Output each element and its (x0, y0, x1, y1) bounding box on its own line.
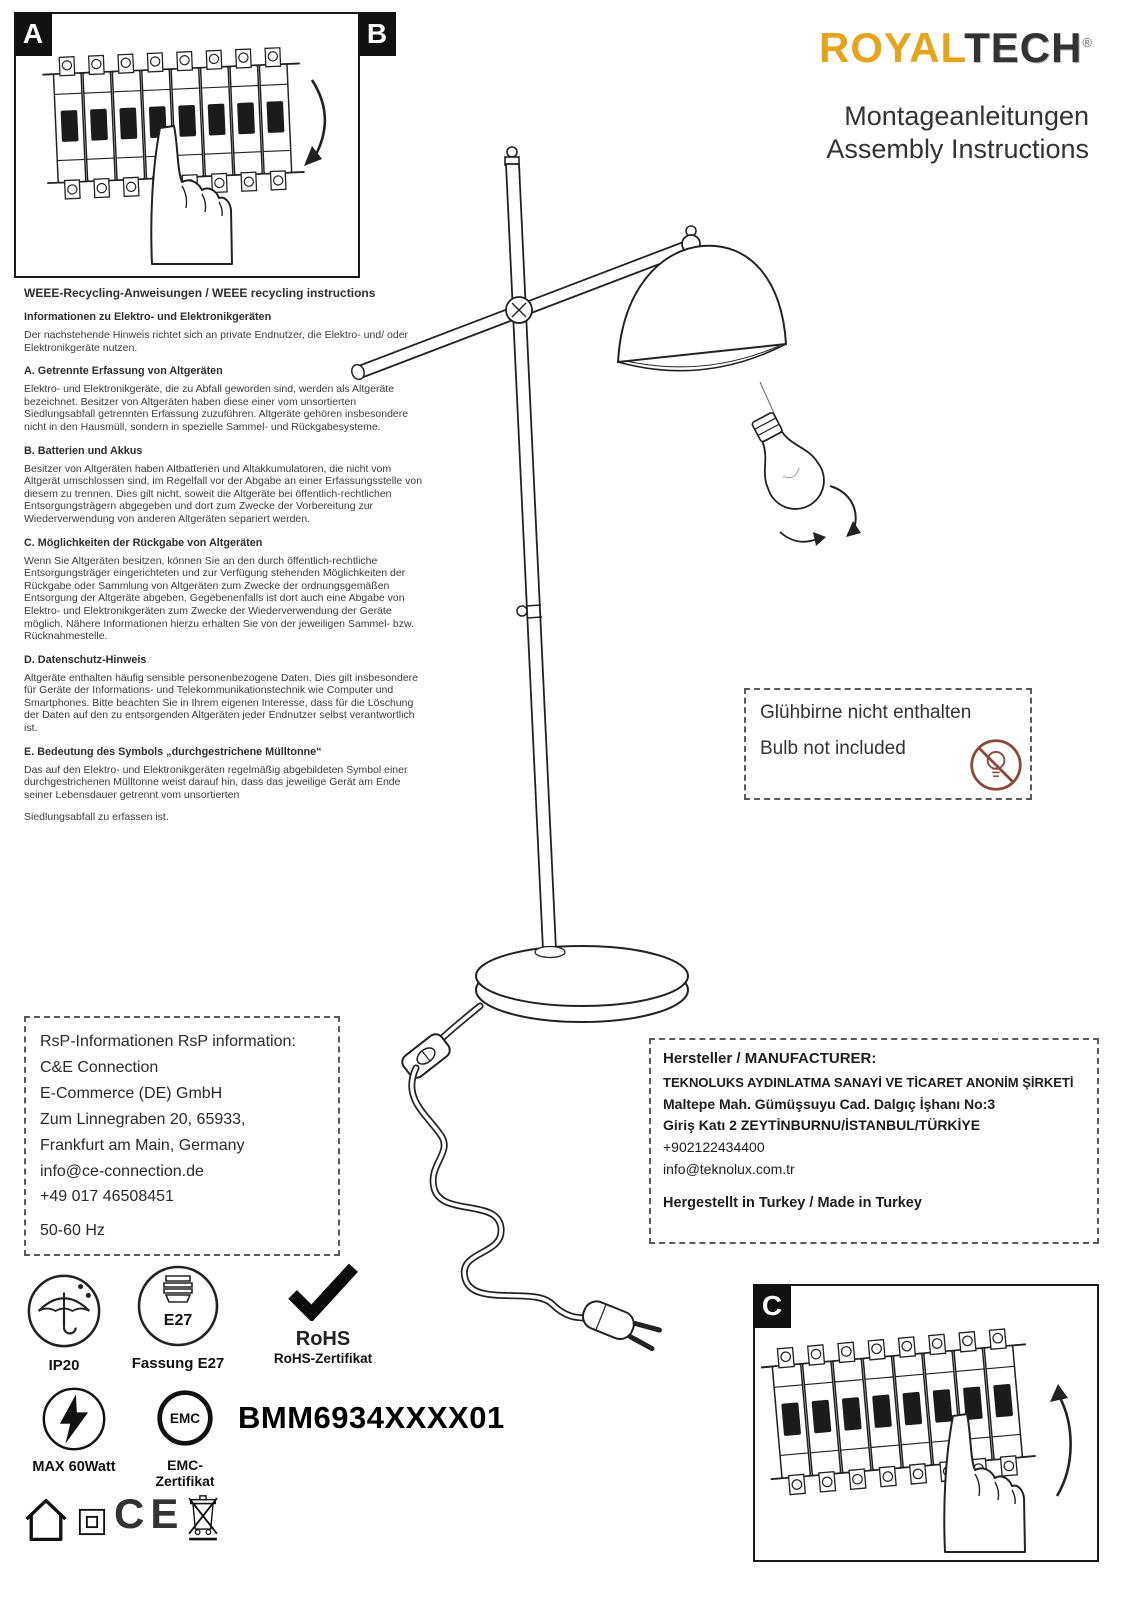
checkmark-icon (288, 1263, 358, 1323)
weee-section-title: E. Bedeutung des Symbols „durchgestriche… (24, 745, 322, 758)
weee-section-body: Das auf den Elektro- und Elektronikgerät… (24, 763, 408, 801)
manufacturer-email: info@teknolux.com.tr (663, 1160, 795, 1177)
manufacturer-address1: Maltepe Mah. Gümüşsuyu Cad. Dalgıç İşhan… (663, 1095, 996, 1112)
breaker-panel-illustration-c (755, 1286, 1072, 1553)
ip20-rating: IP20 (22, 1272, 106, 1374)
brand-tech: TECH (964, 24, 1083, 71)
max-wattage: MAX 60Watt (26, 1386, 122, 1475)
illustration-box-a (14, 12, 360, 278)
rsp-frequency: 50-60 Hz (40, 1222, 105, 1240)
section-a-tab: A (14, 12, 52, 56)
cord-switch-illustration (401, 1033, 451, 1079)
weee-section-title: C. Möglichkeiten der Rückgabe von Altger… (24, 536, 263, 549)
rsp-line: C&E Connection (40, 1058, 159, 1076)
weee-intro-title: Informationen zu Elektro- und Elektronik… (24, 311, 272, 323)
ce-mark: CE (114, 1490, 185, 1537)
socket-label: Fassung E27 (131, 1355, 225, 1372)
emc-ring-icon: EMC (157, 1390, 213, 1446)
registered-mark: ® (1082, 35, 1093, 50)
double-insulation-icon (78, 1508, 106, 1536)
weee-instructions: WEEE-Recycling-Anweisungen / WEEE recycl… (24, 286, 426, 824)
brand-royal: ROYAL (819, 24, 965, 71)
emc-label: EMC-Zertifikat (155, 1457, 215, 1489)
weee-heading: WEEE-Recycling-Anweisungen / WEEE recycl… (24, 286, 376, 300)
weee-section-body: Besitzer von Altgeräten haben Altbatteri… (24, 462, 423, 525)
bulb-not-included-notice: Glühbirne nicht enthalten Bulb not inclu… (744, 688, 1032, 800)
model-number: BMM6934XXXX01 (238, 1400, 505, 1435)
rsp-line: Frankfurt am Main, Germany (40, 1136, 245, 1154)
no-bulb-icon (970, 739, 1022, 791)
manufacturer-company: TEKNOLUKS AYDINLATMA SANAYİ VE TİCARET A… (663, 1075, 1074, 1090)
house-icon (25, 1498, 67, 1542)
socket-text: E27 (164, 1312, 193, 1329)
rsp-line: Zum Linnegraben 20, 65933, (40, 1110, 246, 1128)
e27-socket-icon: E27 (137, 1265, 219, 1347)
manufacturer-address2: Giriş Katı 2 ZEYTİNBURNU/İSTANBUL/TÜRKİY… (663, 1117, 981, 1134)
rohs-label: RoHS-Zertifikat (273, 1351, 373, 1366)
manufacturer-phone: +902122434400 (663, 1139, 765, 1156)
ip20-label: IP20 (48, 1357, 80, 1374)
weee-section-body: Wenn Sie Altgeräten besitzen, können Sie… (24, 554, 414, 643)
weee-section-body: Altgeräte enthalten häufig sensible pers… (24, 671, 419, 735)
crossed-out-bin-icon (188, 1495, 218, 1541)
lightning-bolt-icon (42, 1387, 106, 1451)
rsp-title: RsP-Informationen RsP information: (40, 1033, 296, 1050)
rohs-name: RoHS (295, 1328, 351, 1350)
breaker-panel-illustration-a (16, 14, 327, 265)
weee-section-title: D. Datenschutz-Hinweis (24, 653, 147, 666)
umbrella-drops-icon (27, 1274, 101, 1348)
made-in-line: Hergestellt in Turkey / Made in Turkey (663, 1194, 922, 1211)
weee-section-body: Elektro- und Elektronikgeräte, die zu Ab… (24, 383, 409, 433)
emc-text: EMC (170, 1411, 200, 1426)
weee-section-title: A. Getrennte Erfassung von Altgeräten (24, 365, 223, 378)
manufacturer-title: Hersteller / MANUFACTURER: (663, 1050, 877, 1067)
section-c-tab: C (753, 1284, 791, 1328)
rsp-info-box: RsP-Informationen RsP information: C&E C… (24, 1016, 340, 1256)
weee-intro-body: Der nachstehende Hinweis richtet sich an… (24, 329, 409, 354)
illustration-box-c (753, 1284, 1099, 1562)
weee-footer-line: Siedlungsabfall zu erfassen ist. (24, 811, 169, 824)
title-english: Assembly Instructions (826, 133, 1089, 164)
socket-rating: E27 Fassung E27 (128, 1264, 228, 1372)
rsp-line: E-Commerce (DE) GmbH (40, 1084, 223, 1102)
emc-certification: EMC EMC-Zertifikat (140, 1388, 230, 1489)
bulb-notice-en: Bulb not included (760, 738, 906, 759)
rsp-email: info@ce-connection.de (40, 1162, 204, 1180)
weee-section-title: B. Batterien und Akkus (24, 444, 143, 457)
bulb-notice-de: Glühbirne nicht enthalten (760, 702, 972, 723)
title-german: Montageanleitungen (844, 101, 1089, 131)
bulb-illustration (751, 412, 825, 510)
rsp-phone: +49 017 46508451 (40, 1188, 174, 1206)
brand-logo: ROYALTECH® (819, 24, 1093, 72)
wattage-label: MAX 60Watt (32, 1459, 116, 1475)
manufacturer-box: Hersteller / MANUFACTURER: TEKNOLUKS AYD… (649, 1038, 1099, 1244)
plug-illustration (581, 1300, 662, 1352)
document-title: Montageanleitungen Assembly Instructions (826, 100, 1089, 166)
rohs-certification: RoHS RoHS-Zertifikat (258, 1262, 388, 1366)
section-b-tab: B (358, 12, 396, 56)
